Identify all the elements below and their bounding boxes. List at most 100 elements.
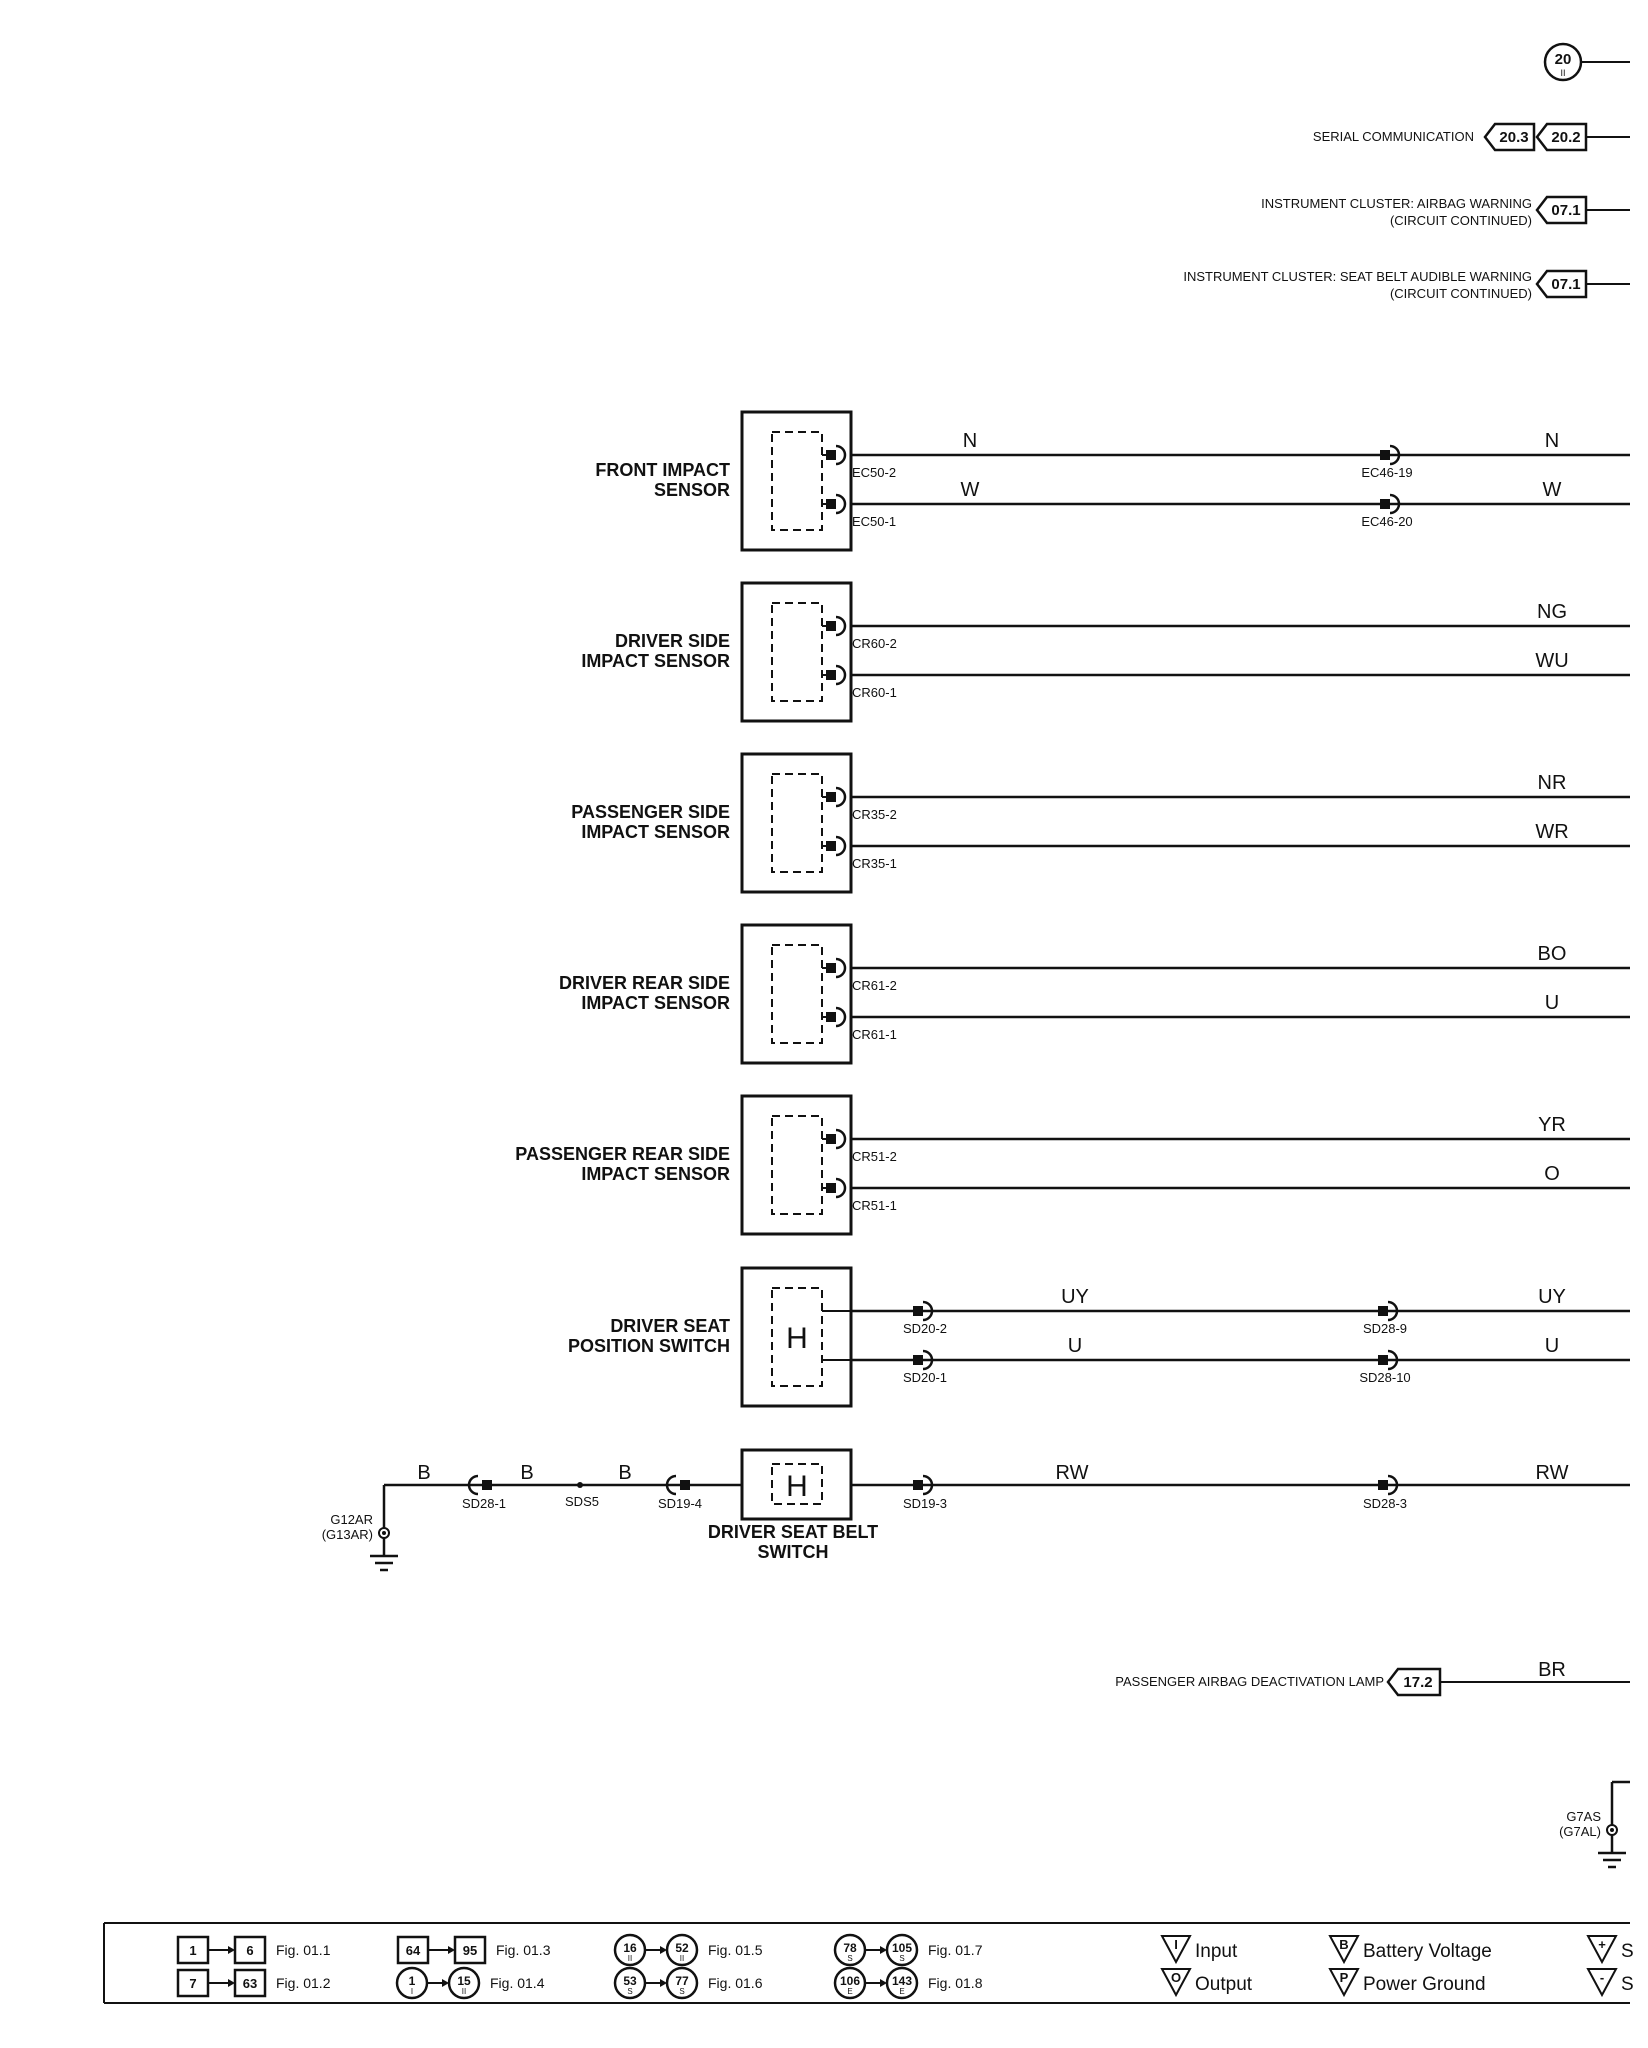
reference-serial: SERIAL COMMUNICATION 20.3 20.2	[1313, 122, 1630, 152]
legend-circle-number: 77	[675, 1974, 689, 1988]
pin-terminal	[826, 499, 836, 509]
pin-label: SDS5	[565, 1494, 599, 1509]
pin-label: EC50-2	[852, 465, 896, 480]
ref-code: 20.3	[1499, 129, 1528, 146]
top-ref-sub: II	[1560, 68, 1565, 78]
wire-color: WR	[1535, 821, 1568, 843]
wire-color: B	[520, 1462, 533, 1484]
component-internal	[771, 1287, 823, 1387]
legend-fig-label: Fig. 01.4	[490, 1975, 545, 1991]
passenger-airbag-lamp-ref: PASSENGER AIRBAG DEACTIVATION LAMP 17.2 …	[1115, 1659, 1630, 1697]
legend-circle-number: 16	[623, 1941, 637, 1955]
legend-circle-sub: S	[679, 1987, 684, 1996]
wire-color: B	[417, 1462, 430, 1484]
ref-code: 07.1	[1551, 276, 1580, 293]
legend-fig-label: Fig. 01.6	[708, 1975, 763, 1991]
pin-label: CR35-2	[852, 807, 897, 822]
pin-connector	[835, 664, 847, 686]
pin-label: SD28-10	[1359, 1370, 1410, 1385]
pin-label: SD19-3	[903, 1496, 947, 1511]
legend-circle-sub: I	[411, 1987, 413, 1996]
ref-code: 07.1	[1551, 202, 1580, 219]
legend-triangle-glyph: I	[1174, 1937, 1178, 1952]
legend-box-number: 1	[189, 1943, 196, 1958]
wire-color: N	[963, 430, 977, 452]
component-internal	[771, 773, 823, 873]
pin-connector	[835, 957, 847, 979]
legend-symbol-label: Output	[1195, 1974, 1253, 1995]
legend-fig-label: Fig. 01.8	[928, 1975, 983, 1991]
legend-circle-number: 78	[843, 1941, 857, 1955]
legend-circle	[665, 1966, 699, 2000]
wire-color: YR	[1538, 1114, 1566, 1136]
legend-circle-number: 53	[623, 1974, 637, 1988]
pin-label: SD20-1	[903, 1370, 947, 1385]
legend-box-number: 95	[463, 1943, 477, 1958]
ref-label-sub: (CIRCUIT CONTINUED)	[1390, 213, 1532, 228]
wire-color: BO	[1538, 943, 1567, 965]
reference-seatbelt-warning: INSTRUMENT CLUSTER: SEAT BELT AUDIBLE WA…	[1183, 269, 1630, 301]
wire-color: UY	[1538, 1286, 1566, 1308]
legend-fig-label: Fig. 01.5	[708, 1942, 763, 1958]
legend-triangle-glyph: +	[1598, 1937, 1606, 1952]
wire-color: RW	[1536, 1462, 1569, 1484]
component-label: DRIVER SEAT	[610, 1316, 730, 1336]
legend-box	[176, 1935, 210, 1965]
component-label: POSITION SWITCH	[568, 1336, 730, 1356]
legend-circle	[885, 1933, 919, 1967]
legend-triangle	[1328, 1968, 1360, 1998]
pin-label: SD28-1	[462, 1496, 506, 1511]
component-box	[740, 752, 853, 894]
pin-label: CR61-1	[852, 1027, 897, 1042]
top-reference: 20 II	[1543, 42, 1630, 82]
pin-terminal	[913, 1306, 923, 1316]
pin-label: CR51-1	[852, 1198, 897, 1213]
component-label: PASSENGER SIDE	[571, 802, 730, 822]
wire-color: U	[1545, 992, 1559, 1014]
pin-label: CR60-2	[852, 636, 897, 651]
component-box	[740, 923, 853, 1065]
legend-arrowhead	[228, 1979, 235, 1987]
pin-label: SD28-3	[1363, 1496, 1407, 1511]
switch-symbol: H	[786, 1322, 808, 1355]
component-label: IMPACT SENSOR	[581, 993, 730, 1013]
ref-label-sub: (CIRCUIT CONTINUED)	[1390, 286, 1532, 301]
component-label: SWITCH	[758, 1542, 829, 1562]
pin-connector	[835, 1177, 847, 1199]
legend-circle-sub: S	[899, 1954, 904, 1963]
legend-symbol-entry: +S	[1586, 1935, 1634, 1965]
wire-color: W	[961, 479, 980, 501]
pin-label: EC50-1	[852, 514, 896, 529]
legend-arrowhead	[880, 1979, 887, 1987]
legend-circle-sub: S	[847, 1954, 852, 1963]
legend-box	[233, 1935, 267, 1965]
legend-triangle-glyph: B	[1339, 1937, 1348, 1952]
pin-connector	[835, 493, 847, 515]
legend-circle-sub: E	[847, 1987, 852, 1996]
component-label: PASSENGER REAR SIDE	[515, 1144, 730, 1164]
pin-terminal	[1380, 450, 1390, 460]
top-ref-number: 20	[1555, 51, 1572, 68]
component-box	[740, 1094, 853, 1236]
pin-terminal	[826, 621, 836, 631]
component-internal	[771, 944, 823, 1044]
legend-box	[233, 1968, 267, 1998]
driver-seat-belt-switch: H DRIVER SEAT BELT SWITCH G12AR (G13AR) …	[322, 1448, 1630, 1572]
pin-label: EC46-20	[1361, 514, 1412, 529]
component-label: IMPACT SENSOR	[581, 822, 730, 842]
wire-color: NG	[1537, 601, 1567, 623]
component-internal	[771, 602, 823, 702]
legend-circle-number: 106	[840, 1974, 860, 1988]
legend-symbol-label: S	[1621, 1941, 1634, 1962]
pin-terminal	[1378, 1355, 1388, 1365]
pin-terminal	[1380, 499, 1390, 509]
